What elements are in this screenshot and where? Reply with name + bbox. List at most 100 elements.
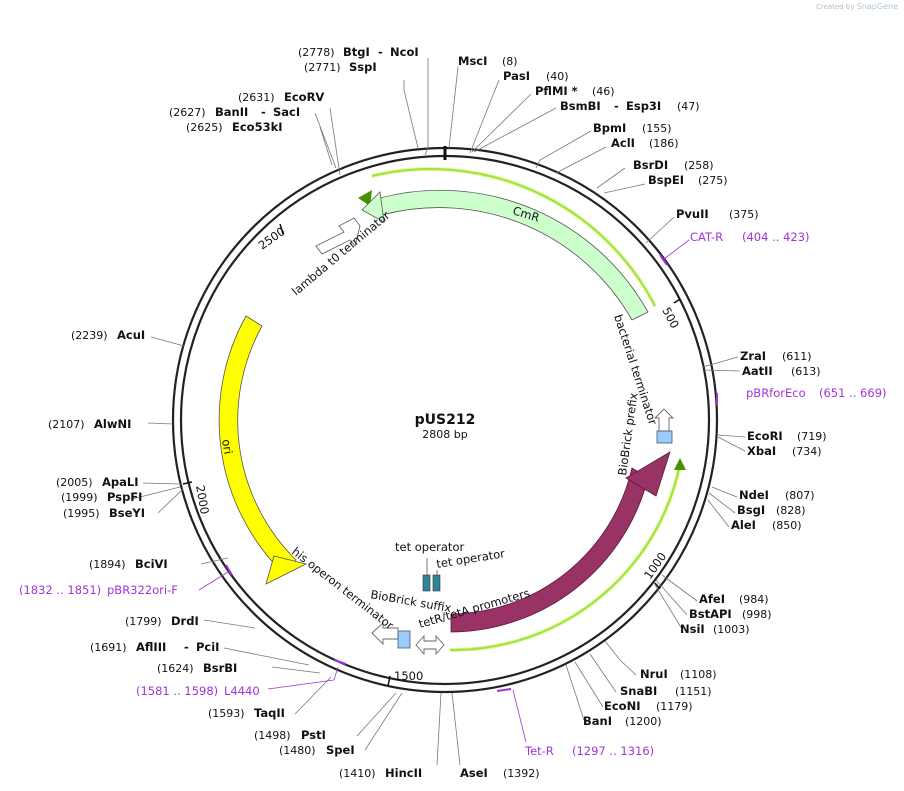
enzyme-site-ecori[interactable]: EcoRI (719) bbox=[747, 429, 827, 443]
ori-feature[interactable]: ori bbox=[218, 315, 308, 585]
enzyme-pos: (1392) bbox=[503, 767, 540, 780]
enzyme-site-pspfi[interactable]: (1999) PspFI bbox=[61, 490, 142, 504]
enzyme-pos: (1691) bbox=[90, 641, 127, 654]
enzyme-site-pvuii[interactable]: PvuII (375) bbox=[676, 207, 759, 221]
enzyme-site-snabi[interactable]: SnaBI (1151) bbox=[620, 684, 712, 698]
enzyme-site-bsrbi[interactable]: (1624) BsrBI bbox=[157, 661, 237, 675]
primer-cat-r[interactable]: CAT-R (404 .. 423) bbox=[690, 230, 810, 244]
enzyme-site-acui[interactable]: (2239) AcuI bbox=[71, 328, 145, 342]
enzyme-pos: (1151) bbox=[675, 685, 712, 698]
enzyme-pos: (2107) bbox=[48, 418, 85, 431]
enzyme-dash: - bbox=[184, 640, 189, 654]
enzyme-name: PflMI * bbox=[535, 84, 578, 98]
ori-label: ori bbox=[219, 438, 235, 455]
enzyme-site-bspei[interactable]: BspEI (275) bbox=[648, 173, 728, 187]
enzyme-site-alei[interactable]: AleI (850) bbox=[731, 518, 802, 532]
enzyme-site-alwni[interactable]: (2107) AlwNI bbox=[48, 417, 131, 431]
enzyme-site-bseyi[interactable]: (1995) BseYI bbox=[63, 506, 145, 520]
tet-operator-pair[interactable]: tet operator tet operator bbox=[395, 540, 506, 592]
enzyme-site-ecorv[interactable]: (2631) EcoRV bbox=[238, 90, 324, 104]
enzyme-pos: (611) bbox=[782, 350, 812, 363]
enzyme-dash: - bbox=[378, 45, 383, 59]
enzyme-name: BciVI bbox=[135, 557, 168, 571]
biobrick-prefix-box bbox=[656, 430, 673, 444]
enzyme-name: NruI bbox=[640, 667, 668, 681]
enzyme-pos: (375) bbox=[729, 208, 759, 221]
enzyme-name: BanI bbox=[583, 714, 612, 728]
enzyme-site-bsmbi-esp3i[interactable]: BsmBI - Esp3I (47) bbox=[560, 99, 700, 113]
enzyme-site-bsrdi[interactable]: BsrDI (258) bbox=[633, 158, 714, 172]
enzyme-name: PspFI bbox=[107, 490, 142, 504]
snapgene-credit: Created by SnapGene bbox=[816, 2, 898, 11]
enzyme-site-hincii[interactable]: (1410) HincII bbox=[339, 766, 422, 780]
enzyme-site-aatii[interactable]: AatII (613) bbox=[742, 364, 821, 378]
enzyme-site-taqii[interactable]: (1593) TaqII bbox=[208, 706, 285, 720]
enzyme-pos: (1108) bbox=[680, 668, 717, 681]
enzyme-pos: (186) bbox=[649, 137, 679, 150]
tick-label-500: 500 bbox=[659, 305, 682, 331]
enzyme-site-pasi[interactable]: PasI (40) bbox=[503, 69, 569, 83]
enzyme-name: AatII bbox=[742, 364, 773, 378]
enzyme-name: SnaBI bbox=[620, 684, 657, 698]
lambda-t0-terminator[interactable]: lambda t0 terminator bbox=[289, 208, 393, 298]
enzyme-name: BsgI bbox=[737, 503, 765, 517]
enzyme-pos: (40) bbox=[546, 70, 569, 83]
enzyme-name: AfeI bbox=[699, 592, 725, 606]
enzyme-site-zrai[interactable]: ZraI (611) bbox=[740, 349, 812, 363]
enzyme-name: BpmI bbox=[593, 121, 626, 135]
enzyme-site-sspi[interactable]: (2771) SspI bbox=[304, 60, 377, 74]
enzyme-site-bstapi[interactable]: BstAPI (998) bbox=[689, 607, 772, 621]
primer-name: pBR322ori-F bbox=[107, 583, 178, 597]
enzyme-site-drdi[interactable]: (1799) DrdI bbox=[125, 614, 199, 628]
primer-range: (1581 .. 1598) bbox=[136, 684, 218, 698]
enzyme-pos: (807) bbox=[785, 489, 815, 502]
primer-l4440[interactable]: (1581 .. 1598) L4440 bbox=[136, 684, 260, 698]
biobrick-prefix-label: BioBrick prefix bbox=[615, 392, 641, 477]
enzyme-site-ndei[interactable]: NdeI (807) bbox=[739, 488, 815, 502]
enzyme-site-nrui[interactable]: NruI (1108) bbox=[640, 667, 717, 681]
primer-pbrforeco[interactable]: pBRforEco (651 .. 669) bbox=[746, 386, 887, 400]
cmr-feature[interactable]: CmR bbox=[358, 167, 662, 321]
tetr-feature[interactable]: TetR bbox=[449, 451, 686, 653]
enzyme-pos: (1200) bbox=[625, 715, 662, 728]
position-tick-2000: 2000 bbox=[182, 481, 212, 515]
enzyme-site-bani[interactable]: BanI (1200) bbox=[583, 714, 662, 728]
enzyme-site-psti[interactable]: (1498) PstI bbox=[254, 728, 326, 742]
enzyme-pos: (2005) bbox=[56, 476, 93, 489]
enzyme-site-banii-saci[interactable]: (2627) BanII - SacI bbox=[169, 105, 300, 119]
enzyme-pos: (155) bbox=[642, 122, 672, 135]
enzyme-name: PstI bbox=[301, 728, 326, 742]
enzyme-pos: (1498) bbox=[254, 729, 291, 742]
enzyme-site-econi[interactable]: EcoNI (1179) bbox=[604, 699, 693, 713]
enzyme-site-nsii[interactable]: NsiI (1003) bbox=[680, 622, 750, 636]
enzyme-site-msci[interactable]: MscI (8) bbox=[458, 54, 518, 68]
enzyme-site-xbai[interactable]: XbaI (734) bbox=[747, 444, 822, 458]
enzyme-name: Esp3I bbox=[626, 99, 661, 113]
enzyme-site-eco53ki[interactable]: (2625) Eco53kI bbox=[186, 120, 283, 134]
enzyme-name: ZraI bbox=[740, 349, 766, 363]
enzyme-pos: (8) bbox=[502, 55, 518, 68]
enzyme-site-btgi-ncoi[interactable]: (2778) BtgI - NcoI bbox=[298, 45, 419, 59]
enzyme-site-bcivi[interactable]: (1894) BciVI bbox=[89, 557, 168, 571]
enzyme-name: MscI bbox=[458, 54, 487, 68]
enzyme-site-acli[interactable]: AclI (186) bbox=[611, 136, 679, 150]
enzyme-site-spei[interactable]: (1480) SpeI bbox=[279, 743, 355, 757]
enzyme-pos: (1480) bbox=[279, 744, 316, 757]
enzyme-site-bsgi[interactable]: BsgI (828) bbox=[737, 503, 806, 517]
enzyme-site-afei[interactable]: AfeI (984) bbox=[699, 592, 769, 606]
enzyme-pos: (1624) bbox=[157, 662, 194, 675]
enzyme-name: SacI bbox=[273, 105, 300, 119]
enzyme-site-afliii-pcii[interactable]: (1691) AflIII - PciI bbox=[90, 640, 219, 654]
enzyme-name: TaqII bbox=[254, 706, 285, 720]
enzyme-name: AseI bbox=[460, 766, 488, 780]
enzyme-site-asei[interactable]: AseI (1392) bbox=[460, 766, 540, 780]
lambda-t0-arrow bbox=[315, 217, 361, 255]
primer-tet-r[interactable]: Tet-R (1297 .. 1316) bbox=[524, 744, 654, 758]
enzyme-site-bpmi[interactable]: BpmI (155) bbox=[593, 121, 672, 135]
enzyme-name: BtgI bbox=[343, 45, 370, 59]
biobrick-prefix-arrow bbox=[653, 408, 675, 432]
primer-pbr322ori-f[interactable]: (1832 .. 1851) pBR322ori-F bbox=[19, 583, 178, 597]
enzyme-pos: (258) bbox=[684, 159, 714, 172]
enzyme-site-apali[interactable]: (2005) ApaLI bbox=[56, 475, 139, 489]
enzyme-site-pflmi[interactable]: PflMI * (46) bbox=[535, 84, 615, 98]
